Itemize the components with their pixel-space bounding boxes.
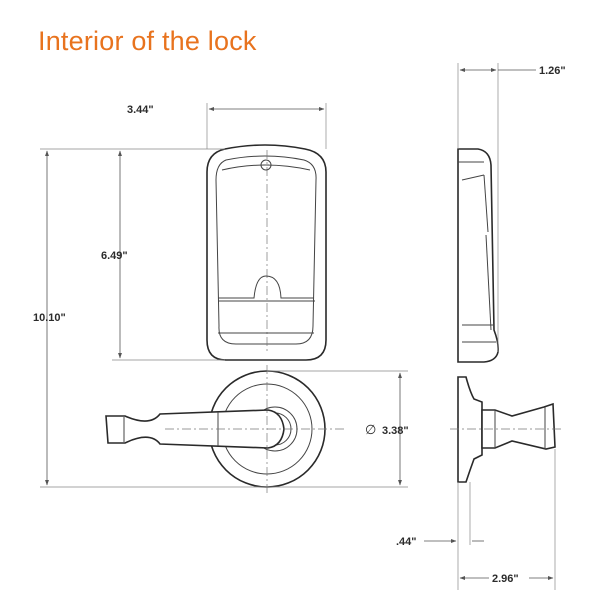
lever-projection-label: 2.96" bbox=[492, 573, 519, 585]
dimension-depth: 1.26" bbox=[457, 63, 566, 352]
dimension-width: 3.44" bbox=[127, 103, 327, 149]
dimension-total-height: 10.10" bbox=[33, 148, 267, 488]
rose-thickness-label: .44" bbox=[396, 536, 417, 548]
dimension-keypad-height: 6.49" bbox=[101, 148, 225, 361]
total-height-label: 10.10" bbox=[33, 312, 66, 324]
dimension-rose-thickness: .44" bbox=[396, 482, 484, 590]
depth-label: 1.26" bbox=[539, 65, 566, 77]
width-label: 3.44" bbox=[127, 104, 154, 116]
side-keypad-housing bbox=[457, 148, 499, 363]
dimension-rose-diameter: ∅ 3.38" bbox=[267, 370, 409, 488]
dimension-lever-projection: 2.96" bbox=[459, 449, 556, 590]
diagram-title: Interior of the lock bbox=[38, 26, 257, 56]
keypad-height-label: 6.49" bbox=[101, 250, 128, 262]
side-lever-rose bbox=[450, 376, 564, 483]
diameter-symbol: ∅ bbox=[365, 422, 376, 437]
front-lever-rose bbox=[105, 365, 345, 495]
front-keypad-housing bbox=[206, 144, 327, 361]
rose-diameter-label: 3.38" bbox=[382, 425, 409, 437]
